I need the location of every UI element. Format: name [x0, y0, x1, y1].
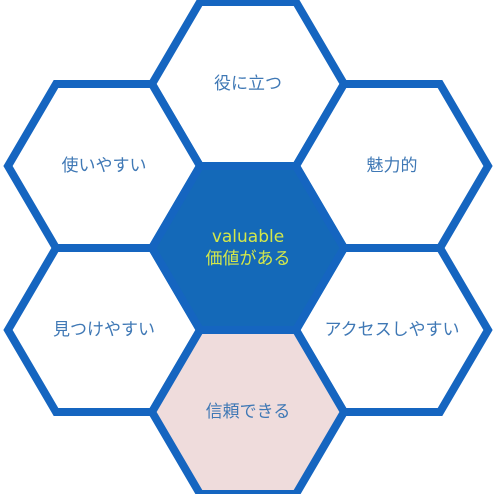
hex-label-valuable-0: valuable [212, 227, 284, 247]
hex-valuable [147, 162, 349, 334]
hex-label-attractive: 魅力的 [367, 156, 418, 176]
hex-label-easy-to-use: 使いやすい [62, 155, 147, 176]
hex-label-accessible: アクセスしやすい [325, 320, 460, 340]
hex-cells [3, 0, 493, 494]
hex-label-trustworthy: 信頼できる [206, 402, 291, 422]
hex-label-easy-to-find: 見つけやすい [53, 320, 155, 340]
hex-label-useful: 役に立つ [214, 74, 282, 94]
hex-label-valuable-1: 価値がある [206, 249, 291, 269]
